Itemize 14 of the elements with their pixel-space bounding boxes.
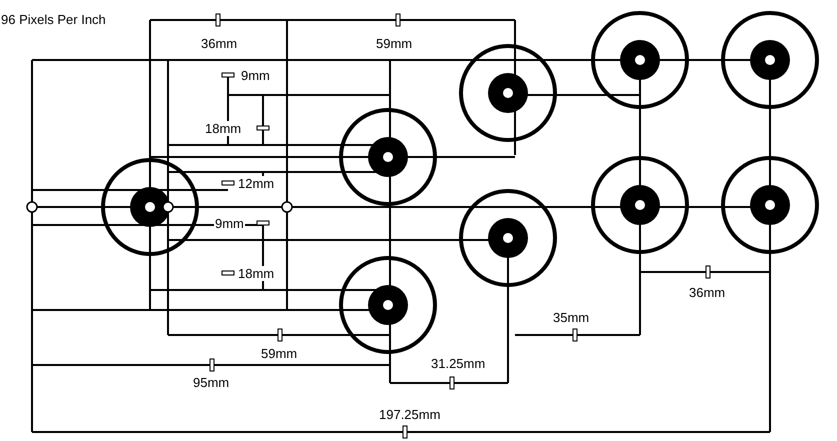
dimension-label: 12mm	[237, 176, 276, 191]
dimension-label: 31.25mm	[430, 356, 486, 371]
dimension-label: 197.25mm	[378, 407, 442, 422]
dimension-label: 18mm	[237, 266, 276, 281]
dimension-label: 59mm	[375, 36, 414, 51]
dimension-label: 9mm	[214, 216, 245, 231]
dimension-label: 36mm	[688, 285, 726, 300]
dimension-label: 95mm	[192, 375, 230, 390]
dimension-label: 36mm	[200, 36, 238, 51]
dimension-label: 18mm	[204, 121, 242, 136]
dimension-label: 59mm	[260, 346, 298, 361]
dimension-label: 9mm	[240, 68, 271, 83]
scale-note: 96 Pixels Per Inch	[0, 12, 107, 27]
dimension-label: 35mm	[552, 310, 590, 325]
